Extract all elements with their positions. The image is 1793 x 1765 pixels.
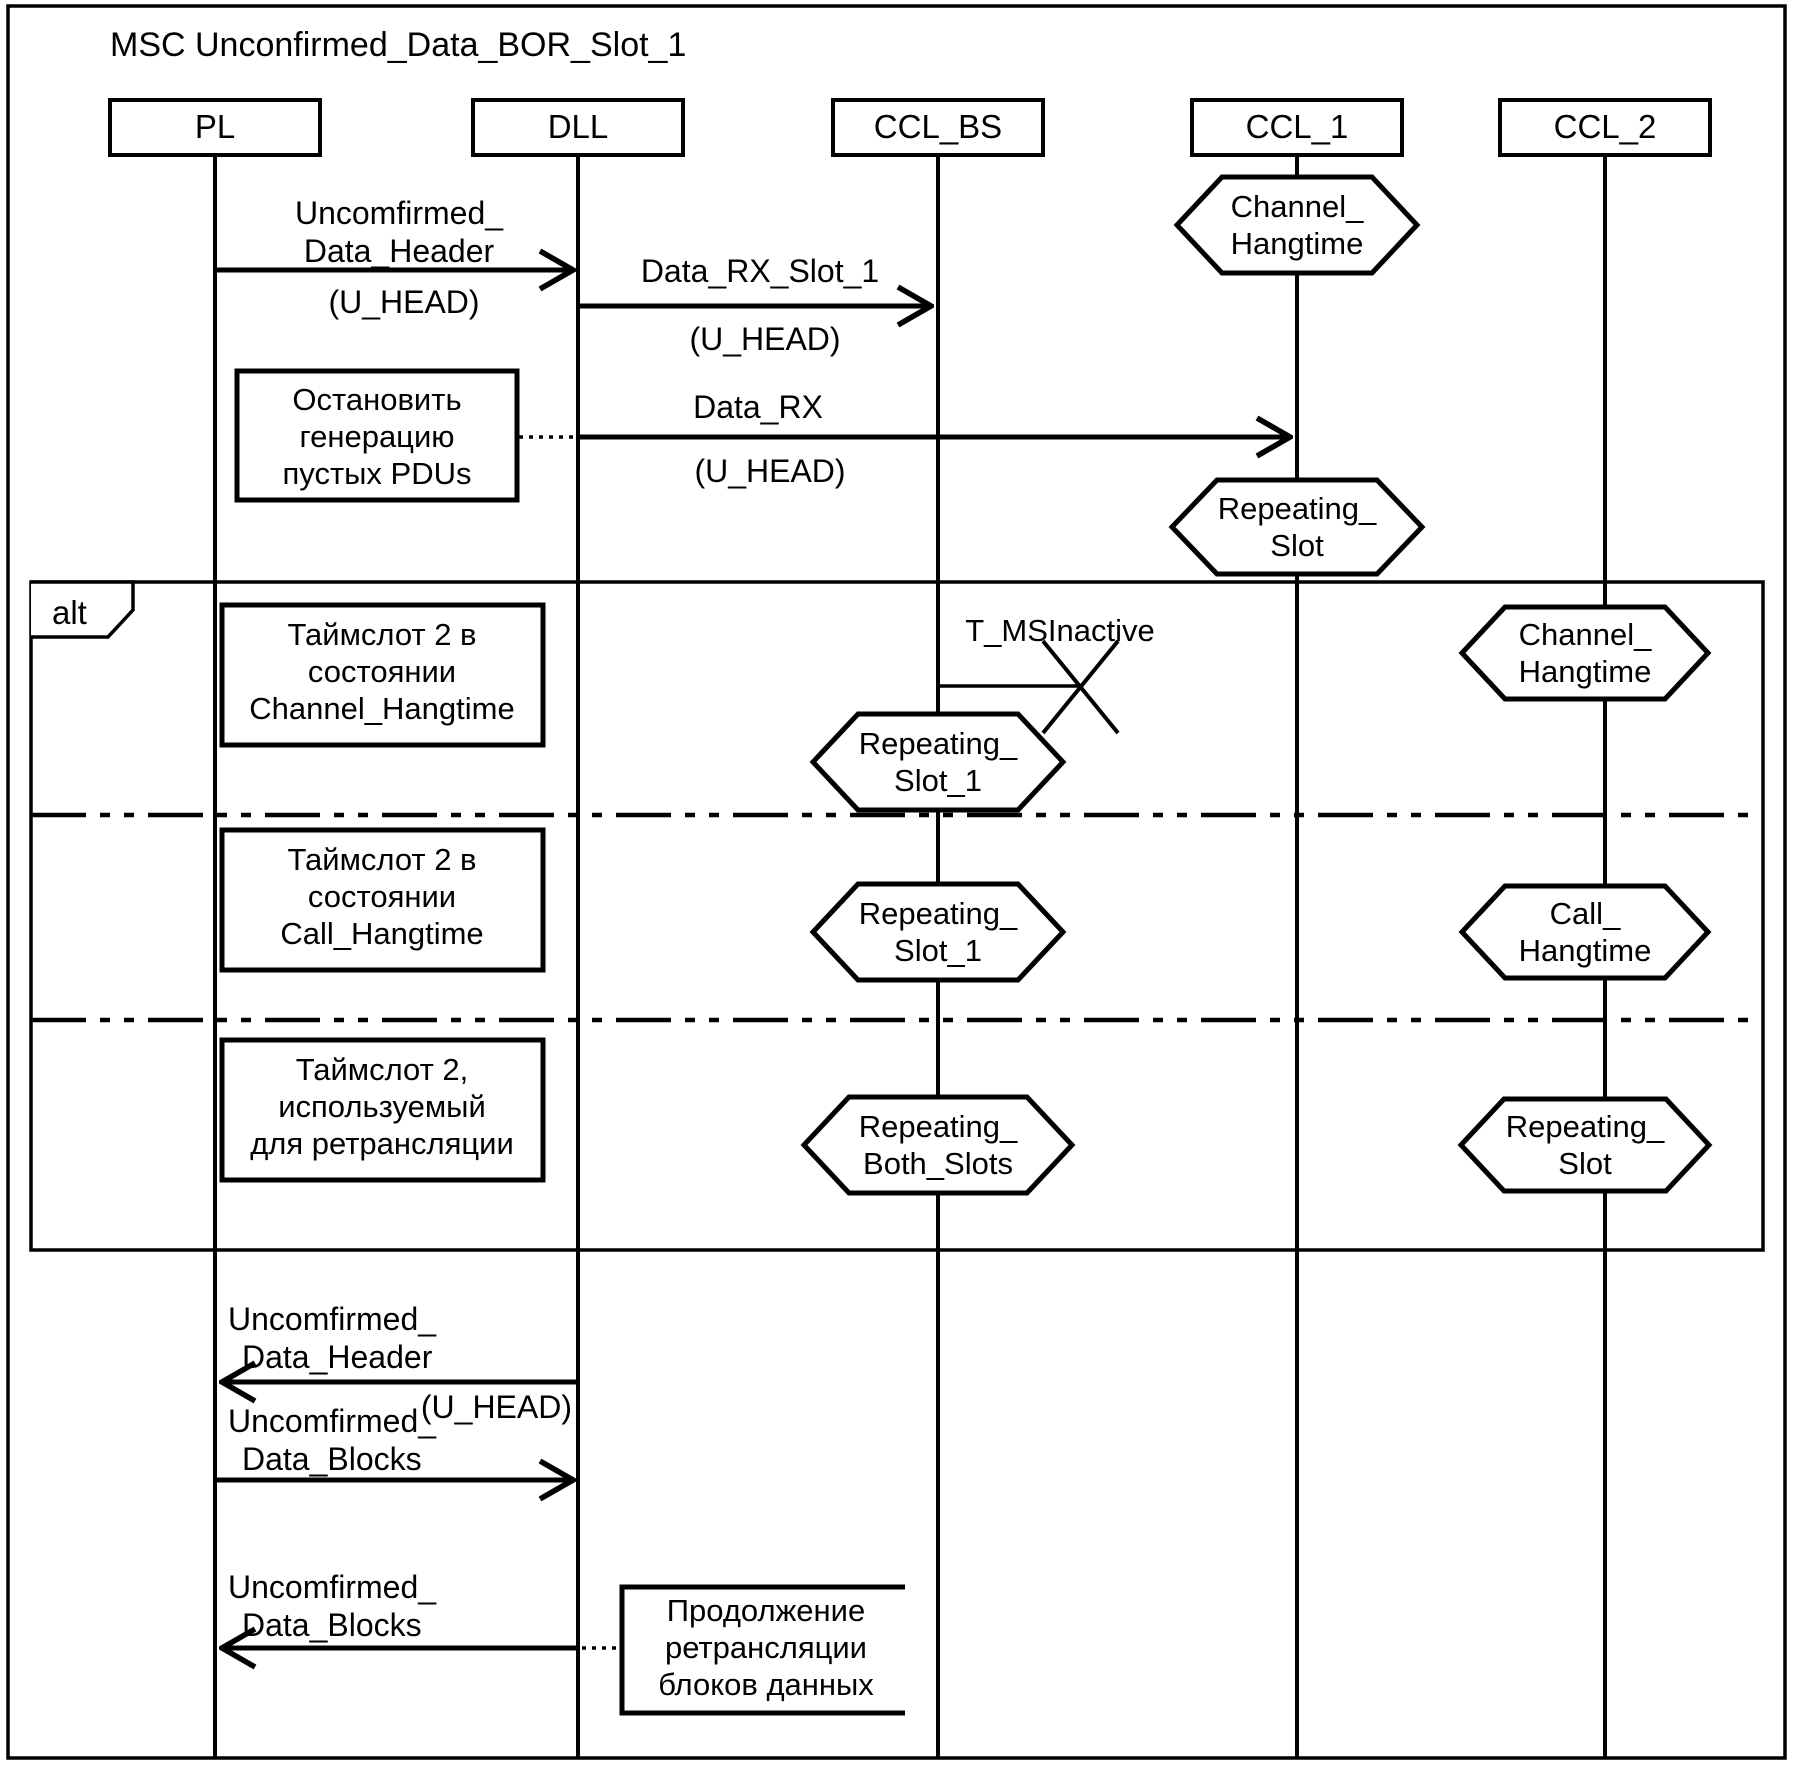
guard-line: Channel_Hangtime	[249, 691, 515, 726]
condition-ccl1-repeating-slot: Repeating_ Slot	[1218, 490, 1377, 564]
guard-3: Таймслот 2, используемый для ретрансляци…	[250, 1051, 514, 1162]
hexagon-bs-repeating-both-slots	[800, 1094, 1076, 1196]
message-label: Uncomfirmed_	[294, 195, 504, 231]
instance-head-ccl-2	[1498, 98, 1712, 157]
note-box-continue-relay	[619, 1584, 905, 1716]
guard-line: состоянии	[307, 654, 457, 689]
outer-frame	[6, 4, 1787, 1760]
condition-bs-repeating-slot1-b: Repeating_ Slot_1	[859, 895, 1018, 969]
note-continue-relay: Продолжение ретрансляции блоков данных	[658, 1592, 874, 1703]
condition-line: Call_	[1549, 896, 1621, 931]
condition-line: Channel_	[1518, 617, 1652, 652]
condition-line: Slot	[1270, 528, 1324, 563]
message-label: Uncomfirmed_	[228, 1403, 437, 1439]
message-label: Uncomfirmed_	[228, 1301, 437, 1337]
diagram-title: MSC Unconfirmed_Data_BOR_Slot_1	[110, 26, 687, 64]
message-label: Data_Blocks	[242, 1607, 422, 1643]
hexagon-ccl2-repeating-slot	[1457, 1096, 1713, 1194]
guard-line: для ретрансляции	[250, 1126, 514, 1161]
condition-line: Hangtime	[1230, 226, 1364, 261]
lifeline-label-ccl-bs: CCL_BS	[873, 108, 1003, 145]
hexagon-ccl1-repeating-slot	[1168, 477, 1426, 577]
instance-head-ccl-1	[1190, 98, 1404, 157]
hexagon-ccl2-call-hangtime	[1458, 883, 1712, 981]
lifeline-label-dll: DLL	[547, 108, 609, 145]
guard-line: Таймслот 2 в	[287, 842, 477, 877]
guard-line: Call_Hangtime	[280, 916, 484, 951]
lifeline-label-ccl-2: CCL_2	[1553, 108, 1657, 145]
condition-line: Repeating_	[1217, 491, 1377, 526]
condition-line: Repeating_	[858, 896, 1018, 931]
condition-line: Both_Slots	[863, 1146, 1013, 1181]
condition-ccl1-channel-hangtime: Channel_ Hangtime	[1231, 188, 1364, 262]
guard-2: Таймслот 2 в состоянии Call_Hangtime	[280, 841, 483, 952]
message-param: (U_HEAD)	[420, 1389, 572, 1425]
condition-ccl2-call-hangtime: Call_ Hangtime	[1519, 895, 1652, 969]
condition-line: Slot_1	[894, 763, 982, 798]
note-line: генерацию	[299, 419, 455, 454]
lifeline-label-pl: PL	[194, 108, 236, 145]
condition-ccl2-repeating-slot: Repeating_ Slot	[1506, 1108, 1665, 1182]
condition-line: Hangtime	[1518, 654, 1652, 689]
condition-line: Hangtime	[1518, 933, 1652, 968]
guard-box-1	[219, 602, 546, 748]
hexagon-ccl2-channel-hangtime	[1458, 604, 1712, 702]
guard-line: используемый	[278, 1089, 486, 1124]
guard-line: Таймслот 2 в	[287, 617, 477, 652]
alt-label-tab	[31, 580, 135, 639]
condition-bs-repeating-slot1-a: Repeating_ Slot_1	[859, 725, 1018, 799]
hexagon-bs-repeating-slot1-a	[809, 711, 1067, 813]
guard-box-3	[219, 1037, 546, 1183]
message-label: Data_Header	[303, 233, 495, 269]
note-line: блоков данных	[658, 1667, 874, 1702]
note-stop-pdus: Остановить генерацию пустых PDUs	[283, 381, 472, 492]
condition-line: Repeating_	[1505, 1109, 1665, 1144]
hexagon-ccl1-channel-hangtime	[1173, 174, 1421, 276]
instance-head-ccl-bs	[831, 98, 1045, 157]
message-param: (U_HEAD)	[689, 321, 841, 357]
condition-line: Repeating_	[858, 726, 1018, 761]
condition-line: Channel_	[1230, 189, 1364, 224]
alt-operator-label: alt	[52, 594, 87, 631]
guard-box-2	[219, 827, 546, 973]
message-label: Data_RX_Slot_1	[640, 253, 880, 289]
note-line: Остановить	[292, 382, 462, 417]
condition-bs-repeating-both-slots: Repeating_ Both_Slots	[859, 1108, 1018, 1182]
message-label: Data_RX	[693, 389, 823, 425]
guard-line: состоянии	[307, 879, 457, 914]
guard-line: Таймслот 2,	[295, 1052, 469, 1087]
message-param: (U_HEAD)	[694, 453, 846, 489]
message-param: (U_HEAD)	[328, 284, 480, 320]
note-box-stop-pdus	[234, 368, 520, 503]
guard-1: Таймслот 2 в состоянии Channel_Hangtime	[249, 616, 514, 727]
instance-head-pl	[108, 98, 322, 157]
message-label: Uncomfirmed_	[228, 1569, 437, 1605]
note-line: Продолжение	[666, 1593, 866, 1628]
note-line: ретрансляции	[664, 1630, 867, 1665]
timer-cross-stroke-2	[1041, 639, 1120, 735]
hexagon-bs-repeating-slot1-b	[809, 881, 1067, 983]
condition-line: Slot_1	[894, 933, 982, 968]
condition-ccl2-channel-hangtime: Channel_ Hangtime	[1519, 616, 1652, 690]
message-label: Data_Blocks	[242, 1441, 422, 1477]
timer-label: T_MSInactive	[965, 613, 1155, 648]
message-label: Data_Header	[242, 1339, 433, 1375]
note-line: пустых PDUs	[282, 456, 472, 491]
instance-head-dll	[471, 98, 685, 157]
condition-line: Slot	[1558, 1146, 1612, 1181]
lifeline-label-ccl-1: CCL_1	[1245, 108, 1349, 145]
condition-line: Repeating_	[858, 1109, 1018, 1144]
alt-frame	[29, 580, 1765, 1252]
